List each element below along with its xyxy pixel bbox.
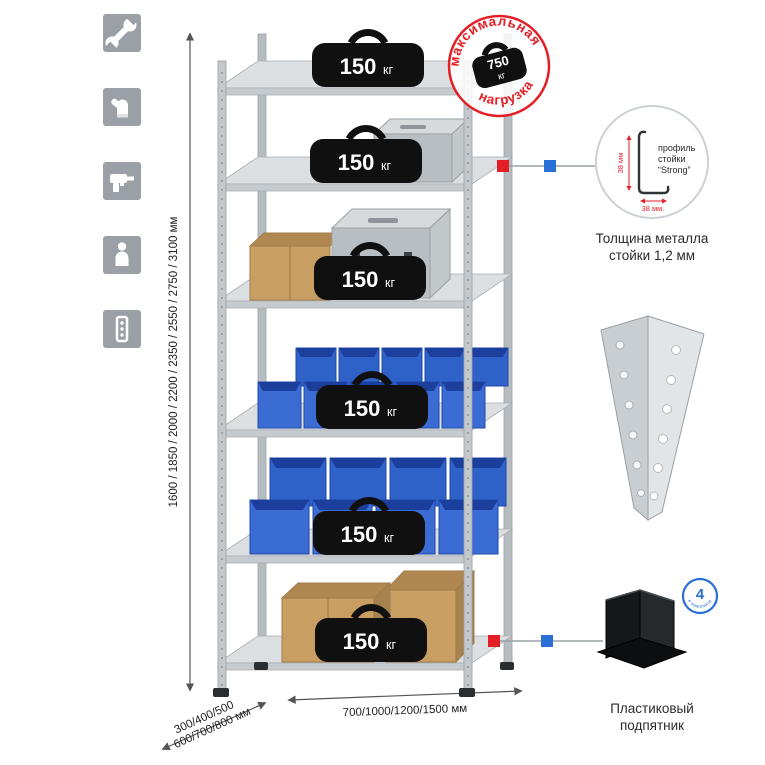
plastic-foot-image — [596, 589, 688, 669]
blue-marker-square — [541, 635, 553, 647]
svg-text:150: 150 — [338, 150, 375, 175]
svg-text:38 мм.: 38 мм. — [642, 204, 665, 213]
max-load-stamp: максимальная нагрузка 750 кг — [437, 2, 551, 118]
depth-dimension: 300/400/500 600/700/800 мм — [161, 699, 267, 751]
svg-text:150: 150 — [342, 267, 379, 292]
red-marker-square — [497, 160, 509, 172]
red-marker-square — [488, 635, 500, 647]
height-dimension: 1600 / 1850 / 2000 / 2200 / 2350 / 2550 … — [168, 32, 195, 692]
rack-post-back-left — [257, 33, 267, 667]
foot-front-right — [459, 688, 475, 697]
foot-caption-line1: Пластиковый — [610, 701, 694, 716]
svg-text:кг: кг — [497, 70, 507, 82]
svg-text:700/1000/1200/1500 мм: 700/1000/1200/1500 мм — [342, 703, 467, 719]
rack-post-front-left — [217, 60, 227, 695]
profile-callout: 38 мм 38 мм. профиль стойки “Strong” — [595, 105, 709, 219]
svg-text:стойки: стойки — [658, 154, 686, 164]
profile-connector — [497, 160, 597, 172]
svg-text:кг: кг — [386, 638, 396, 652]
svg-text:750: 750 — [486, 53, 511, 73]
blue-marker-square — [544, 160, 556, 172]
svg-text:кг: кг — [387, 405, 397, 419]
profile-caption-line2: стойки 1,2 мм — [609, 248, 695, 263]
rack-post-front-right — [463, 60, 473, 695]
svg-text:профиль: профиль — [658, 143, 696, 153]
svg-text:кг: кг — [385, 276, 395, 290]
post-profile-drawing — [637, 130, 670, 195]
shelf-load-weight-1: 150 кг — [312, 29, 424, 87]
cardboard-boxes-bottom — [280, 569, 476, 664]
width-dimension: 700/1000/1200/1500 мм — [287, 687, 523, 719]
foot-back-right — [500, 662, 514, 670]
svg-text:1600 / 1850 / 2000 / 2200 / 23: 1600 / 1850 / 2000 / 2200 / 2350 / 2550 … — [168, 217, 180, 508]
svg-text:150: 150 — [341, 522, 378, 547]
profile-caption-line1: Толщина металла — [596, 231, 709, 246]
shelf-load-weight-4: 150 кг — [316, 371, 428, 429]
shelf-load-weight-2: 150 кг — [310, 125, 422, 183]
gloves-icon — [103, 88, 141, 126]
svg-text:кг: кг — [383, 63, 393, 77]
shelving-rack — [213, 33, 514, 697]
svg-text:кг: кг — [384, 531, 394, 545]
foot-back-left — [254, 662, 268, 670]
wrench-icon — [103, 14, 141, 52]
shelf-load-weight-5: 150 кг — [313, 497, 425, 555]
svg-text:150: 150 — [340, 54, 377, 79]
foot-caption-line2: подпятник — [620, 718, 684, 733]
shelf-load-weight-3: 150 кг — [314, 242, 426, 300]
foot-connector — [488, 635, 603, 647]
person-icon — [103, 236, 141, 274]
drill-icon — [103, 162, 141, 200]
svg-text:38 мм: 38 мм — [616, 153, 625, 174]
foot-front-left — [213, 688, 229, 697]
rack-post-icon — [103, 310, 141, 348]
quantity-badge: 4 в комплекте — [681, 577, 719, 615]
svg-text:150: 150 — [343, 629, 380, 654]
svg-text:4: 4 — [696, 586, 705, 603]
svg-text:150: 150 — [344, 396, 381, 421]
shelf-load-weight-6: 150 кг — [315, 604, 427, 662]
perforated-post-image — [600, 315, 705, 522]
svg-text:кг: кг — [381, 159, 391, 173]
svg-text:“Strong”: “Strong” — [658, 165, 691, 175]
